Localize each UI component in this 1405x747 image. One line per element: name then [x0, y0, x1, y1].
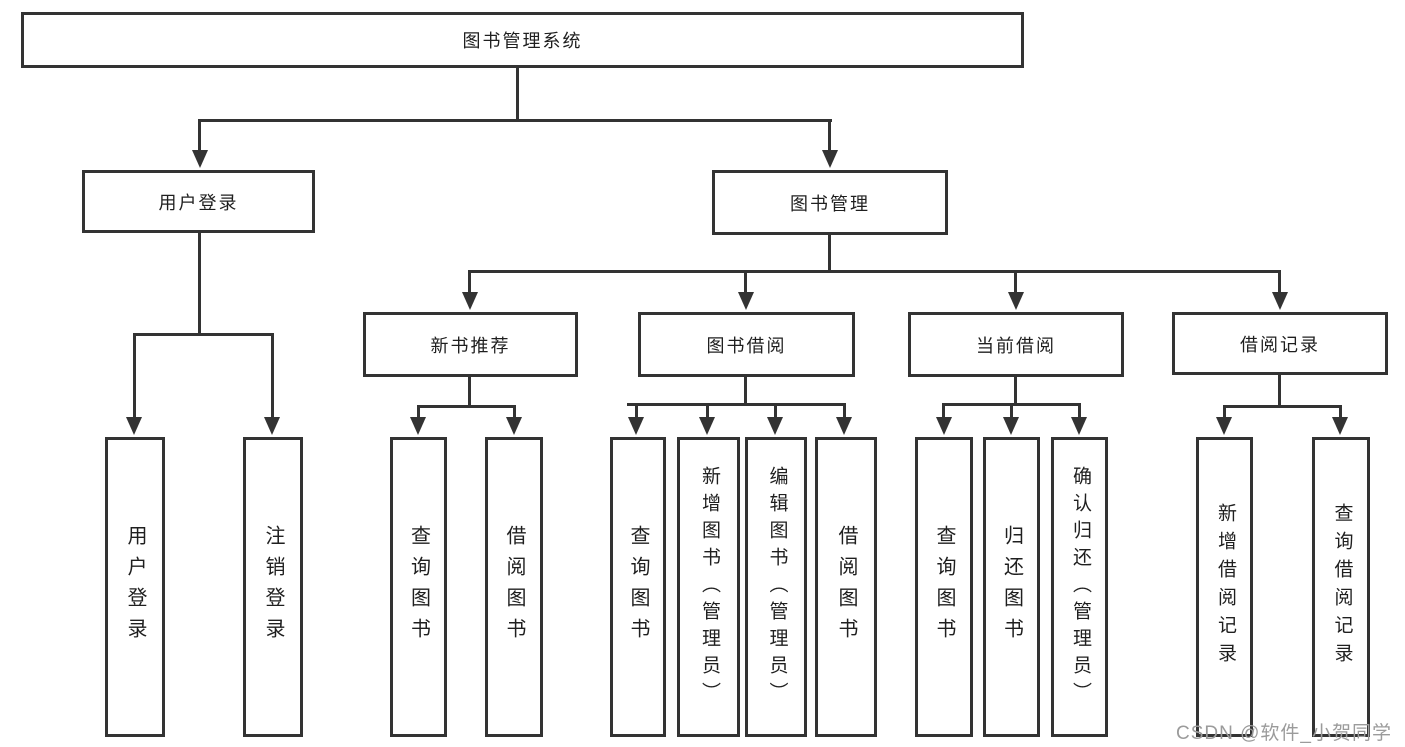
node-label: 新书推荐: [430, 335, 511, 356]
node-current-borrowing: 当前借阅: [908, 312, 1124, 377]
node-borrowing-records: 借阅记录: [1172, 312, 1388, 375]
node-leaf-query-borrow-record: 查询借阅记录: [1312, 437, 1370, 737]
arrowhead-down-icon: [699, 417, 715, 435]
node-user-login: 用户登录: [82, 170, 315, 233]
node-leaf-add-books-admin: 新增图书（管理员）: [677, 437, 740, 737]
node-label: 用户登录: [124, 525, 146, 649]
connector-drop: [271, 333, 274, 419]
node-leaf-logout: 注销登录: [243, 437, 303, 737]
node-label: 用户登录: [158, 192, 239, 213]
connector-drop: [1278, 270, 1281, 294]
connector-recommend-branch: [417, 405, 516, 408]
connector-mgmt-branch: [468, 270, 1281, 273]
connector-drop: [417, 405, 420, 419]
node-leaf-borrow-books-recommend: 借阅图书: [485, 437, 543, 737]
node-leaf-return-books: 归还图书: [983, 437, 1040, 737]
connector-drop: [843, 403, 846, 419]
arrowhead-down-icon: [462, 292, 478, 310]
node-label: 查询图书: [627, 525, 649, 649]
node-label: 归还图书: [1000, 525, 1023, 649]
node-leaf-query-books-recommend: 查询图书: [390, 437, 447, 737]
node-label: 查询图书: [407, 525, 430, 649]
node-new-book-recommend: 新书推荐: [363, 312, 578, 377]
connector-drop: [706, 403, 709, 419]
arrowhead-down-icon: [1008, 292, 1024, 310]
connector-drop: [635, 403, 638, 419]
node-book-borrowing: 图书借阅: [638, 312, 855, 377]
node-label: 图书借阅: [706, 335, 787, 356]
arrowhead-down-icon: [822, 150, 838, 168]
node-leaf-user-login: 用户登录: [105, 437, 165, 737]
node-label: 查询借阅记录: [1331, 503, 1353, 671]
connector-records-stem: [1278, 374, 1281, 408]
connector-login-stem: [198, 233, 201, 336]
node-label: 图书管理系统: [462, 31, 583, 51]
connector-root-branch: [198, 119, 832, 122]
arrowhead-down-icon: [506, 417, 522, 435]
node-label: 借阅图书: [835, 525, 857, 649]
connector-drop-book-mgmt: [828, 119, 831, 152]
connector-drop: [513, 405, 516, 419]
connector-drop: [1014, 270, 1017, 294]
node-label: 新增借阅记录: [1214, 503, 1236, 671]
connector-recommend-stem: [468, 376, 471, 407]
node-label: 新增图书（管理员）: [698, 465, 720, 709]
node-label: 确认归还（管理员）: [1069, 465, 1091, 709]
arrowhead-down-icon: [264, 417, 280, 435]
connector-drop: [774, 403, 777, 419]
arrowhead-down-icon: [767, 417, 783, 435]
connector-drop: [1223, 405, 1226, 419]
node-leaf-borrow-books: 借阅图书: [815, 437, 877, 737]
arrowhead-down-icon: [410, 417, 426, 435]
node-label: 注销登录: [262, 525, 284, 649]
arrowhead-down-icon: [628, 417, 644, 435]
node-label: 编辑图书（管理员）: [766, 465, 788, 709]
node-leaf-edit-books-admin: 编辑图书（管理员）: [745, 437, 807, 737]
connector-current-stem: [1014, 376, 1017, 406]
connector-borrow-branch: [627, 403, 846, 406]
connector-drop: [1010, 403, 1013, 419]
node-label: 图书管理: [790, 193, 870, 214]
connector-login-branch: [133, 333, 274, 336]
arrowhead-down-icon: [836, 417, 852, 435]
node-leaf-add-borrow-record: 新增借阅记录: [1196, 437, 1253, 737]
connector-mgmt-stem: [828, 235, 831, 273]
node-label: 借阅记录: [1240, 334, 1320, 355]
arrowhead-down-icon: [1272, 292, 1288, 310]
node-label: 借阅图书: [503, 525, 525, 649]
arrowhead-down-icon: [192, 150, 208, 168]
connector-drop: [942, 403, 945, 419]
node-root-library-system: 图书管理系统: [21, 12, 1024, 68]
node-leaf-query-books-current: 查询图书: [915, 437, 973, 737]
node-leaf-confirm-return-admin: 确认归还（管理员）: [1051, 437, 1108, 737]
node-label: 查询图书: [933, 525, 955, 649]
arrowhead-down-icon: [1216, 417, 1232, 435]
node-book-management: 图书管理: [712, 170, 948, 235]
connector-drop: [133, 333, 136, 419]
csdn-watermark: CSDN @软件_小贺同学: [1176, 723, 1392, 744]
connector-drop: [1078, 403, 1081, 419]
connector-borrow-stem: [744, 376, 747, 406]
connector-drop: [468, 270, 471, 294]
node-label: 当前借阅: [976, 335, 1056, 356]
connector-drop: [744, 270, 747, 294]
arrowhead-down-icon: [1071, 417, 1087, 435]
arrowhead-down-icon: [1332, 417, 1348, 435]
arrowhead-down-icon: [1003, 417, 1019, 435]
connector-records-branch: [1223, 405, 1342, 408]
connector-root-stem: [516, 68, 519, 122]
node-leaf-query-books-borrow: 查询图书: [610, 437, 666, 737]
arrowhead-down-icon: [126, 417, 142, 435]
connector-drop-user-login: [198, 119, 201, 152]
arrowhead-down-icon: [936, 417, 952, 435]
arrowhead-down-icon: [738, 292, 754, 310]
connector-drop: [1339, 405, 1342, 419]
